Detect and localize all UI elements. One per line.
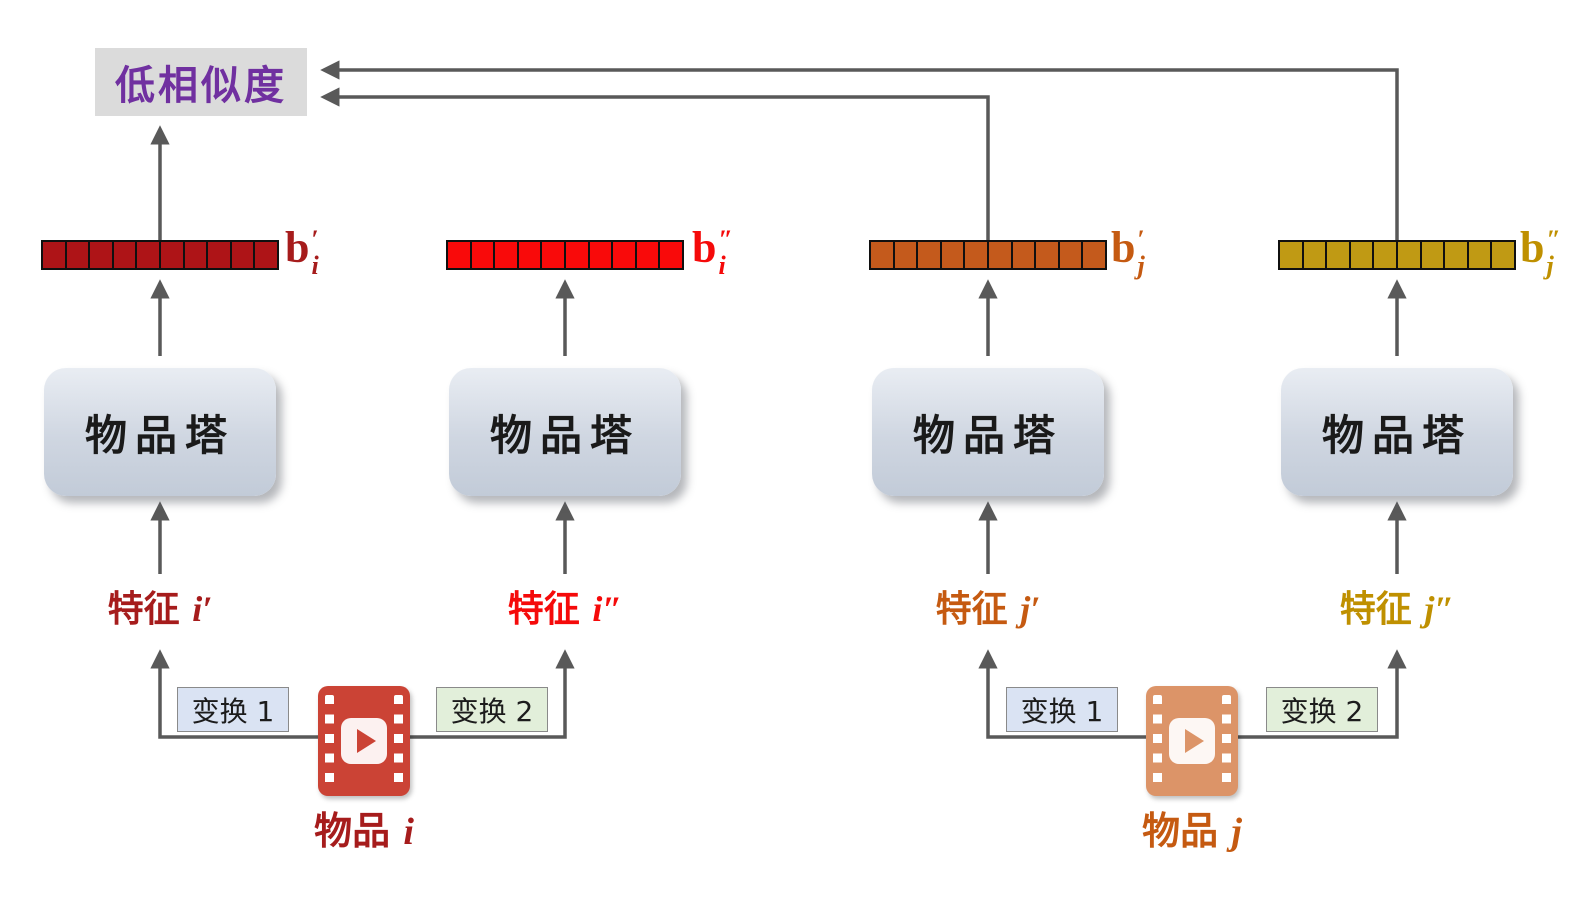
film-holes-right-icon — [1222, 695, 1231, 787]
embedding-label: b ′ j — [1111, 226, 1145, 279]
transform2-label: 变换 2 — [1280, 694, 1364, 728]
embedding-symbol: b — [692, 223, 717, 272]
item-label-zh: 物品 — [1142, 809, 1219, 853]
transform2-box: 变换 2 — [1266, 687, 1378, 732]
arrow-embedding-j1-to-similarity — [320, 87, 990, 240]
play-button-icon — [1169, 718, 1215, 764]
line-item-i-to-transform2 — [364, 649, 575, 739]
embedding-vector — [1278, 240, 1516, 270]
feature-label: 特征 j′ — [868, 580, 1108, 632]
feature-label: 特征 j″ — [1277, 580, 1517, 632]
video-icon — [318, 686, 410, 796]
similarity-label: 低相似度 — [115, 63, 287, 109]
feature-var: i′ — [192, 589, 213, 629]
feature-zh: 特征 — [107, 589, 180, 630]
embedding-superscript-subscript: ′ i — [311, 225, 319, 280]
line-item-j-to-transform1 — [978, 649, 1192, 739]
item-label: 物品 j — [1072, 800, 1312, 855]
embedding-superscript-subscript: ′ j — [1137, 225, 1145, 280]
item-label-var: j — [1231, 811, 1242, 853]
feature-var: i″ — [592, 589, 623, 629]
item-label-var: i — [403, 811, 414, 853]
film-holes-left-icon — [1153, 695, 1162, 787]
play-button-icon — [341, 718, 387, 764]
feature-zh: 特征 — [1339, 589, 1412, 630]
feature-zh: 特征 — [507, 589, 580, 630]
line-item-i-to-transform1 — [150, 649, 364, 739]
transform1-label: 变换 1 — [1020, 694, 1104, 728]
similarity-box: 低相似度 — [95, 48, 307, 116]
embedding-symbol: b — [1111, 223, 1136, 272]
embedding-label: b ″ j — [1520, 226, 1561, 279]
transform1-label: 变换 1 — [191, 694, 275, 728]
transform1-box: 变换 1 — [1006, 687, 1118, 732]
line-item-j-to-transform2 — [1192, 649, 1407, 739]
feature-label: 特征 i″ — [445, 580, 685, 632]
embedding-label: b ′ i — [285, 226, 319, 279]
embedding-superscript-subscript: ″ j — [1546, 225, 1561, 280]
embedding-vector — [446, 240, 684, 270]
play-triangle-icon — [1185, 729, 1204, 753]
item-tower-label: 物品塔 — [489, 410, 640, 460]
item-label-zh: 物品 — [314, 809, 391, 853]
embedding-superscript-subscript: ″ i — [718, 225, 733, 280]
embedding-vector — [41, 240, 279, 270]
play-triangle-icon — [357, 729, 376, 753]
embedding-vector — [869, 240, 1107, 270]
item-label: 物品 i — [244, 800, 484, 855]
feature-var: j″ — [1424, 589, 1455, 629]
feature-var: j′ — [1020, 589, 1041, 629]
video-icon — [1146, 686, 1238, 796]
film-holes-right-icon — [394, 695, 403, 787]
arrow-embedding-j2-to-similarity — [320, 60, 1399, 240]
item-tower-box: 物品塔 — [44, 368, 276, 496]
item-tower-label: 物品塔 — [1321, 410, 1472, 460]
transform1-box: 变换 1 — [177, 687, 289, 732]
embedding-symbol: b — [1520, 223, 1545, 272]
film-holes-left-icon — [325, 695, 334, 787]
item-tower-box: 物品塔 — [449, 368, 681, 496]
feature-zh: 特征 — [935, 589, 1008, 630]
feature-label: 特征 i′ — [40, 580, 280, 632]
transform2-box: 变换 2 — [436, 687, 548, 732]
embedding-label: b ″ i — [692, 226, 733, 279]
item-tower-label: 物品塔 — [84, 410, 235, 460]
item-tower-label: 物品塔 — [912, 410, 1063, 460]
transform2-label: 变换 2 — [450, 694, 534, 728]
item-tower-box: 物品塔 — [872, 368, 1104, 496]
embedding-symbol: b — [285, 223, 310, 272]
item-tower-box: 物品塔 — [1281, 368, 1513, 496]
